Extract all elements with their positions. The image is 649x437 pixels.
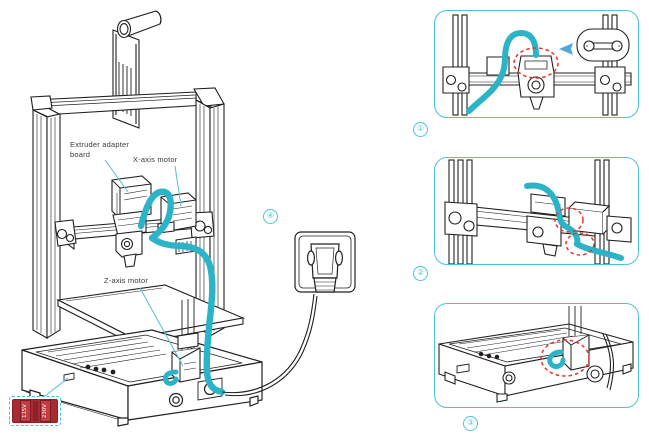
step-marker-1: ① [413, 122, 428, 137]
leader-z-motor [139, 287, 184, 367]
detail-panel-1 [434, 10, 639, 118]
left-z-extrusion [32, 109, 61, 339]
wall-socket [294, 231, 356, 293]
highlight-circle-2a [554, 207, 584, 233]
panel-1-drawing [442, 14, 632, 116]
voltage-230v-label: 230V [42, 404, 49, 418]
step-marker-2: ② [413, 266, 428, 281]
callout-z-axis-motor: Z-axis motor [104, 276, 149, 285]
voltage-115v-slot: 115V [19, 400, 31, 422]
panel-2-drawing [444, 159, 632, 264]
detail-panel-3 [434, 303, 639, 408]
callout-extruder-adapter-board: Extruder adapter board [70, 140, 130, 159]
main-printer-illustration [21, 10, 356, 427]
screw-detail-callout [576, 28, 630, 62]
panel-3-drawing [438, 306, 634, 403]
step-marker-3: ③ [463, 416, 478, 431]
voltage-switch-knob[interactable] [32, 401, 38, 421]
power-cord [221, 293, 318, 397]
voltage-selector-switch[interactable]: 115V 230V [9, 396, 61, 426]
extruder-adapter-board-part [111, 175, 152, 237]
leader-x-motor [174, 165, 182, 207]
highlight-circle-2b [565, 232, 595, 256]
cable-harness [137, 188, 226, 396]
callout-x-axis-motor: X-axis motor [133, 155, 178, 164]
detail-panel-2 [434, 157, 639, 265]
voltage-230v-slot: 230V [39, 400, 51, 422]
cable-hook-z [163, 369, 179, 386]
voltage-115v-label: 115V [22, 404, 29, 418]
highlight-circle-1 [513, 47, 559, 79]
step-marker-4: ④ [263, 209, 278, 224]
printer-base [21, 329, 263, 427]
hotend-assembly [115, 230, 143, 268]
leader-extruder-board [104, 159, 129, 193]
highlight-circle-3 [540, 339, 590, 377]
callout-arrow-1 [559, 43, 573, 55]
